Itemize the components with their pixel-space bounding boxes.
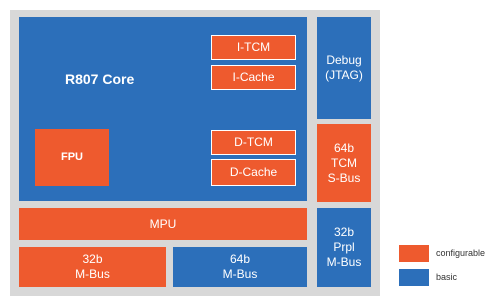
dtcm-block: D-TCM	[211, 130, 296, 155]
legend-label-basic: basic	[436, 272, 458, 282]
mpu-block: MPU	[19, 208, 307, 240]
fpu-block: FPU	[35, 129, 109, 186]
mbus-32b-block: 32b M-Bus	[19, 247, 166, 287]
mbus-64b-block: 64b M-Bus	[173, 247, 307, 287]
dcache-block: D-Cache	[211, 159, 296, 186]
legend-item-configurable: configurable	[399, 243, 499, 263]
itcm-block: I-TCM	[211, 35, 296, 60]
debug-jtag-block: Debug (JTAG)	[317, 17, 371, 119]
legend: configurable basic	[399, 243, 499, 291]
legend-swatch-basic	[399, 268, 429, 286]
tcm-sbus-block: 64b TCM S-Bus	[317, 124, 371, 202]
prpl-mbus-block: 32b Prpl M-Bus	[317, 208, 371, 287]
legend-item-basic: basic	[399, 267, 499, 287]
legend-swatch-configurable	[399, 244, 429, 262]
legend-label-configurable: configurable	[436, 248, 486, 258]
core-title: R807 Core	[65, 71, 135, 87]
icache-block: I-Cache	[211, 65, 296, 90]
